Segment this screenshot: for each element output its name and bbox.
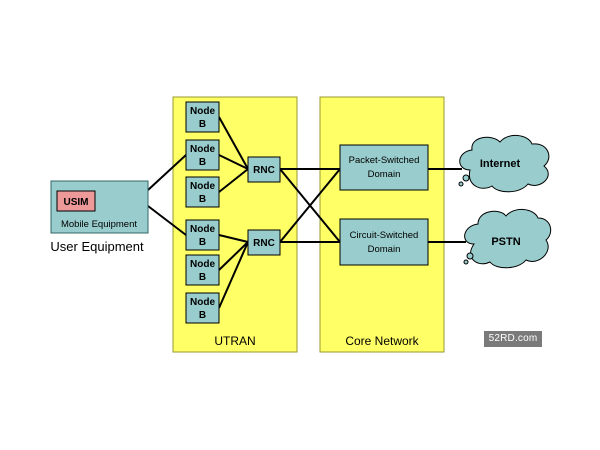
link-ue-nodeb-4: [147, 205, 187, 236]
utran-caption: UTRAN: [214, 334, 255, 348]
mobile-equipment-label: Mobile Equipment: [61, 219, 137, 230]
svg-text:Node: Node: [190, 224, 215, 235]
node-b-1: Node B: [185, 101, 220, 133]
node-b-group: Node B Node B Node B Node B Node B Node …: [185, 101, 220, 324]
svg-text:Circuit-Switched: Circuit-Switched: [350, 230, 419, 241]
user-equipment-caption: User Equipment: [50, 239, 144, 254]
node-b-4: Node B: [185, 219, 220, 251]
usim-label: USIM: [64, 197, 89, 208]
link-rnc-2-ps: [279, 168, 341, 243]
svg-text:Domain: Domain: [368, 244, 401, 255]
svg-text:RNC: RNC: [253, 165, 275, 176]
link-nodeb-5-rnc-2: [218, 241, 249, 271]
pstn-label: PSTN: [491, 236, 520, 248]
pstn-cloud: PSTN: [463, 209, 552, 269]
internet-cloud: Internet: [458, 135, 550, 193]
node-b-2: Node B: [185, 139, 220, 171]
svg-text:B: B: [199, 310, 206, 321]
link-nodeb-2-rnc-1: [218, 154, 249, 170]
svg-text:B: B: [199, 157, 206, 168]
circuit-switched-domain: Circuit-Switched Domain: [339, 218, 429, 266]
link-nodeb-6-rnc-2: [218, 241, 249, 309]
svg-text:RNC: RNC: [253, 238, 275, 249]
node-b-5: Node B: [185, 254, 220, 286]
svg-text:B: B: [199, 119, 206, 130]
node-b-3: Node B: [185, 176, 220, 208]
svg-text:Node: Node: [190, 259, 215, 270]
svg-text:Domain: Domain: [368, 169, 401, 180]
connection-lines: [147, 116, 466, 309]
watermark-badge: 52RD.com: [484, 331, 542, 347]
svg-text:Node: Node: [190, 144, 215, 155]
svg-text:Node: Node: [190, 297, 215, 308]
svg-text:Node: Node: [190, 181, 215, 192]
link-ue-nodeb-2: [147, 154, 187, 191]
usim-box: [56, 190, 96, 212]
link-nodeb-4-rnc-2: [218, 234, 249, 243]
core-network-caption: Core Network: [345, 334, 419, 348]
packet-switched-domain: Packet-Switched Domain: [339, 144, 429, 191]
svg-text:B: B: [199, 237, 206, 248]
rnc-1: RNC: [247, 156, 281, 183]
svg-text:Packet-Switched: Packet-Switched: [349, 155, 420, 166]
rnc-group: RNC RNC: [247, 156, 281, 256]
link-nodeb-3-rnc-1: [218, 168, 249, 193]
node-b-6: Node B: [185, 292, 220, 324]
svg-text:B: B: [199, 272, 206, 283]
svg-text:Node: Node: [190, 106, 215, 117]
svg-text:B: B: [199, 194, 206, 205]
internet-label: Internet: [480, 158, 521, 170]
rnc-2: RNC: [247, 229, 281, 256]
link-nodeb-1-rnc-1: [218, 116, 249, 170]
user-equipment: USIM Mobile Equipment: [50, 180, 149, 234]
